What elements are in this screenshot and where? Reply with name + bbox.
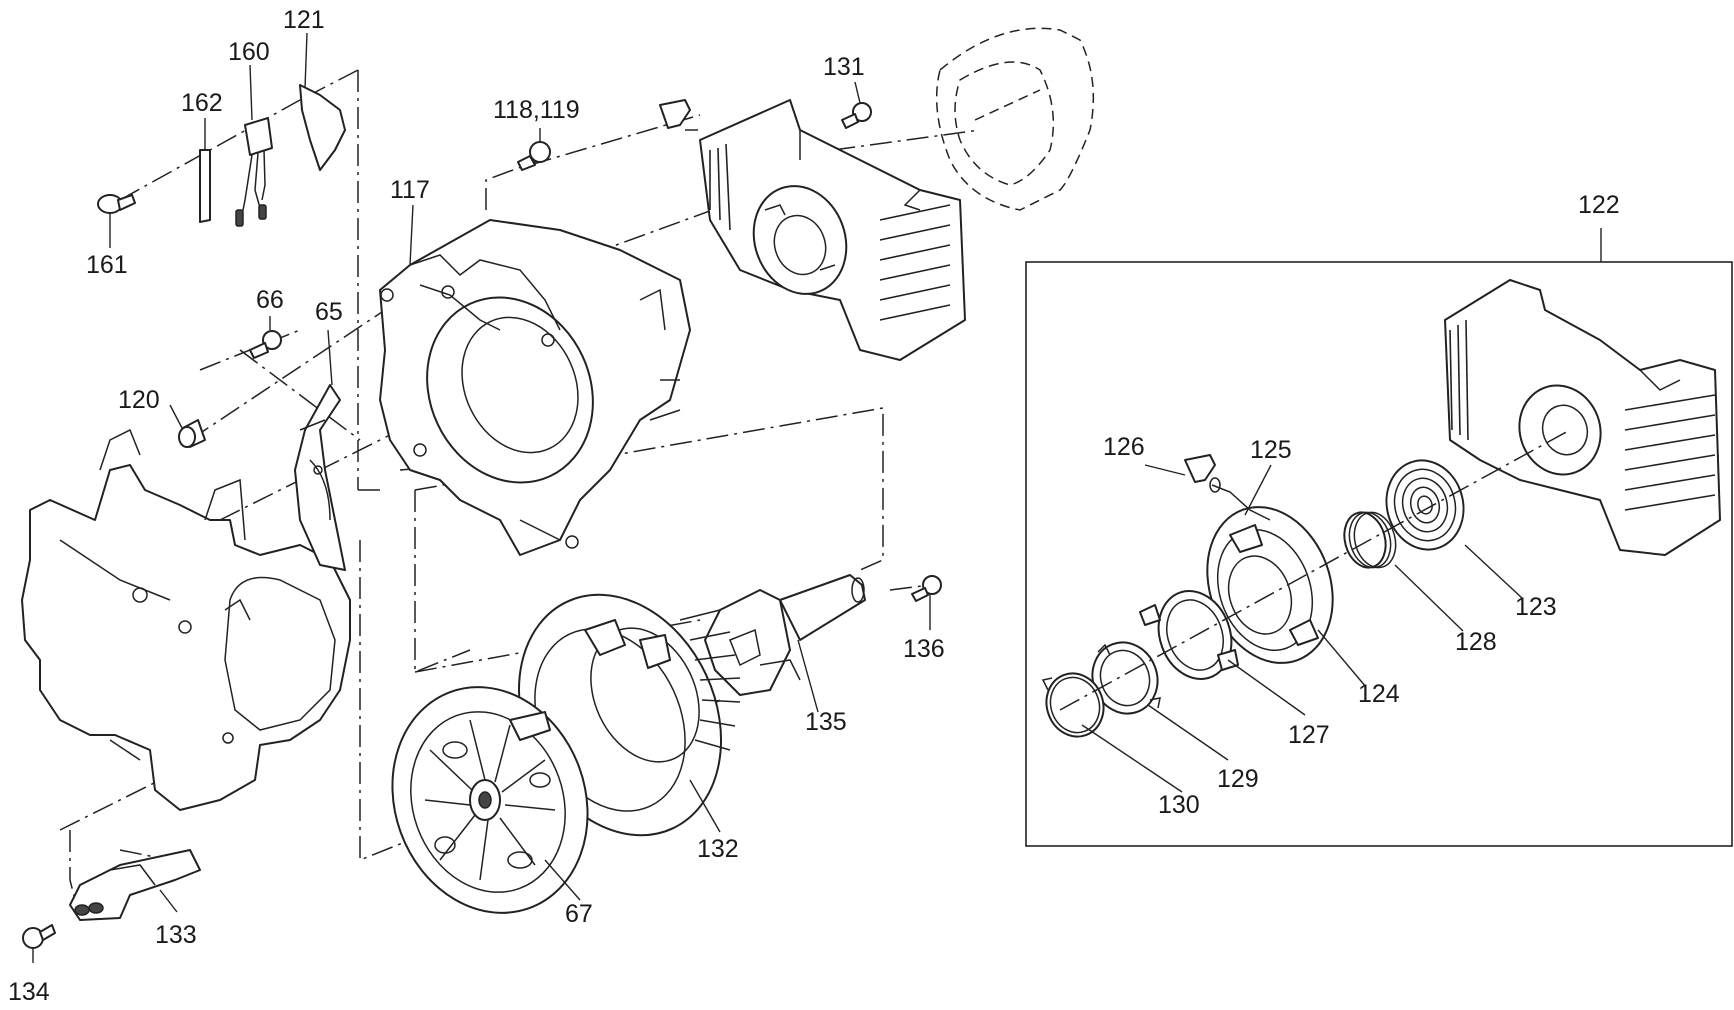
label-161: 161 (86, 251, 128, 279)
part-136-bolt (911, 575, 942, 602)
part-160-module (235, 117, 273, 227)
part-162-strip (199, 149, 211, 223)
label-126: 126 (1103, 433, 1145, 461)
part-labels: 121 160 162 161 118,119 131 117 66 65 12… (8, 6, 1620, 1006)
label-136: 136 (903, 635, 945, 663)
label-123: 123 (1515, 593, 1557, 621)
label-122: 122 (1578, 191, 1620, 219)
label-121: 121 (283, 6, 325, 34)
box-assembly-axis (1059, 429, 1571, 711)
label-127: 127 (1288, 721, 1330, 749)
label-124: 124 (1358, 680, 1400, 708)
part-130-snap-ring (1041, 672, 1105, 738)
engine-block (21, 428, 351, 811)
label-135: 135 (805, 708, 847, 736)
part-120-sleeve (178, 419, 206, 448)
part-131-bolt (841, 102, 872, 129)
part-67-fan (391, 686, 589, 914)
label-132: 132 (697, 835, 739, 863)
part-134-bolt (22, 924, 56, 949)
part-65-baffle (294, 384, 346, 571)
recoil-starter-assembly (659, 99, 966, 361)
part-121-plate (299, 84, 346, 171)
leader-lines (32, 32, 1523, 963)
label-125: 125 (1250, 436, 1292, 464)
label-133: 133 (155, 921, 197, 949)
dashed-cover-outline (935, 27, 1095, 211)
part-66-bolt (249, 330, 282, 359)
label-162: 162 (181, 89, 223, 117)
label-131: 131 (823, 53, 865, 81)
part-123-starter-case (1444, 279, 1721, 556)
part-133-guard (69, 849, 201, 921)
label-120: 120 (118, 386, 160, 414)
part-161-bolt (97, 194, 136, 214)
label-129: 129 (1217, 765, 1259, 793)
part-128-spring (1385, 459, 1465, 551)
part-127-ratchet (1139, 590, 1239, 680)
part-118-119-bolt (517, 141, 551, 171)
label-117: 117 (390, 176, 430, 204)
part-117-fan-housing (379, 219, 691, 556)
part-126-handle (1184, 454, 1271, 521)
label-130: 130 (1158, 791, 1200, 819)
label-65: 65 (315, 298, 343, 326)
detail-box-122 (1025, 228, 1733, 847)
part-small-spring (1343, 511, 1397, 569)
label-160: 160 (228, 38, 270, 66)
label-66: 66 (256, 286, 284, 314)
part-135-shaft (704, 574, 866, 696)
label-134: 134 (8, 978, 50, 1006)
label-67: 67 (565, 900, 593, 928)
part-124-reel (1206, 506, 1334, 664)
label-118-119: 118,119 (493, 96, 580, 124)
label-128: 128 (1455, 628, 1497, 656)
